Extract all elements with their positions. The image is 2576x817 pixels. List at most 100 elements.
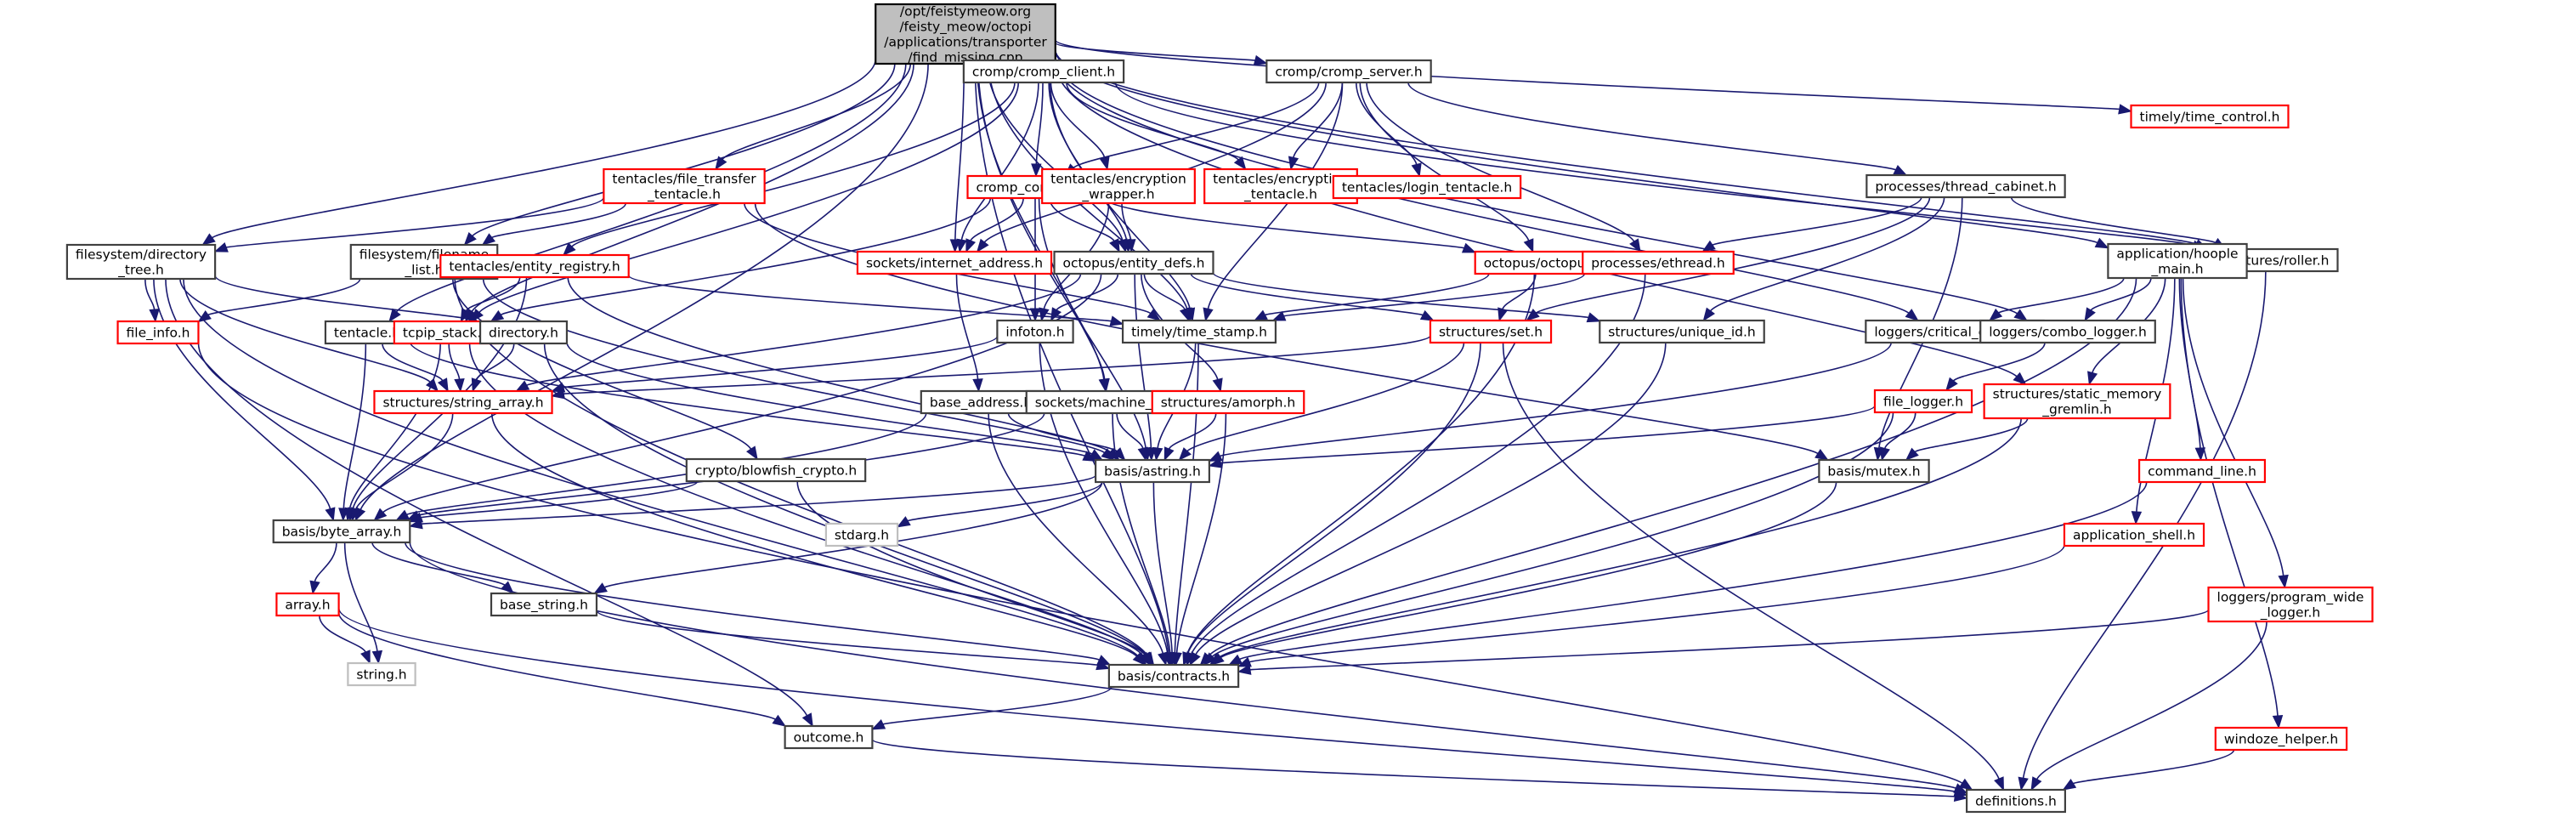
arrowhead-icon xyxy=(1461,242,1476,253)
node-file-transfer-tentacle[interactable]: tentacles/file_transfer_tentacle.h xyxy=(603,167,766,205)
edge-line xyxy=(409,542,1956,789)
node-astring[interactable]: basis/astring.h xyxy=(1095,458,1210,484)
node-ethread[interactable]: processes/ethread.h xyxy=(1582,250,1735,275)
node-amorph[interactable]: structures/amorph.h xyxy=(1151,389,1305,415)
node-static-memory-gremlin[interactable]: structures/static_memory_gremlin.h xyxy=(1983,383,2171,420)
node-stdarg[interactable]: stdarg.h xyxy=(824,522,899,548)
node-command-line[interactable]: command_line.h xyxy=(2137,458,2267,484)
arrowhead-icon xyxy=(801,712,813,728)
edge-line xyxy=(314,542,337,582)
node-box xyxy=(685,457,867,483)
edge-hoople-main-to-program-wide-logger xyxy=(2182,277,2289,589)
node-definitions[interactable]: definitions.h xyxy=(1966,788,2066,814)
edge-tcpip-stack-to-string-array xyxy=(448,343,465,393)
node-thread-cabinet[interactable]: processes/thread_cabinet.h xyxy=(1865,173,2066,199)
node-base-address[interactable]: base_address.h xyxy=(920,389,1042,415)
node-label: base_string.h xyxy=(500,598,588,614)
node-label: octopus/entity_defs.h xyxy=(1063,256,1205,272)
arrowhead-icon xyxy=(463,232,477,247)
edge-line xyxy=(1073,82,1320,168)
arrowhead-icon xyxy=(1702,307,1715,322)
node-entity-registry[interactable]: tentacles/entity_registry.h xyxy=(439,253,630,279)
edge-line xyxy=(1050,82,1106,158)
edge-line xyxy=(596,610,1098,667)
edge-line xyxy=(212,59,877,239)
node-root[interactable]: /opt/feistymeow.org/feisty_meow/octopi/a… xyxy=(875,3,1056,66)
edge-line xyxy=(1952,342,2046,382)
node-outcome[interactable]: outcome.h xyxy=(784,724,874,750)
node-file-logger[interactable]: file_logger.h xyxy=(1873,389,1973,414)
arrowhead-icon xyxy=(1203,307,1214,322)
edge-line xyxy=(871,739,1956,797)
arrowhead-icon xyxy=(1288,156,1299,171)
edge-line xyxy=(408,339,1085,457)
edge-set-to-definitions xyxy=(1502,342,2004,791)
node-hoople-main[interactable]: application/hoople_main.h xyxy=(2107,242,2248,280)
node-label: directory.h xyxy=(489,326,558,341)
edge-encryption-wrapper-to-entity-defs xyxy=(1121,202,1136,253)
node-combo-logger[interactable]: loggers/combo_logger.h xyxy=(1979,319,2156,344)
edge-static-memory-gremlin-to-contracts xyxy=(1209,417,2022,666)
arrowhead-icon xyxy=(2013,372,2027,385)
node-directory[interactable]: directory.h xyxy=(478,320,569,345)
node-string-array[interactable]: structures/string_array.h xyxy=(373,389,553,415)
node-time-control[interactable]: timely/time_control.h xyxy=(2130,104,2290,129)
edge-directory-tree-to-byte-array xyxy=(153,278,336,522)
node-time-stamp[interactable]: timely/time_stamp.h xyxy=(1121,319,1277,344)
node-cromp-server[interactable]: cromp/cromp_server.h xyxy=(1265,59,1432,84)
node-box xyxy=(784,724,874,750)
arrowhead-icon xyxy=(1893,164,1908,176)
node-box xyxy=(1865,173,2066,199)
node-label: file_logger.h xyxy=(1883,394,1963,411)
node-cromp-client[interactable]: cromp/cromp_client.h xyxy=(962,59,1125,84)
node-application-shell[interactable]: application_shell.h xyxy=(2063,522,2205,548)
node-label: base_address.h xyxy=(930,395,1032,411)
node-box xyxy=(875,3,1056,65)
node-set[interactable]: structures/set.h xyxy=(1429,319,1553,344)
node-string-h[interactable]: string.h xyxy=(347,661,416,687)
node-encryption-tentacle[interactable]: tentacles/encryption_tentacle.h xyxy=(1203,167,1358,205)
node-infoton[interactable]: infoton.h xyxy=(996,319,1074,344)
edge-string-array-to-byte-array xyxy=(351,412,454,522)
edge-cromp-common-to-octopus xyxy=(1101,196,1476,253)
node-byte-array[interactable]: basis/byte_array.h xyxy=(272,519,411,544)
node-label: tentacles/encryption xyxy=(1213,172,1349,187)
node-cromp-common[interactable]: cromp_common.h xyxy=(966,174,1104,200)
edge-array-to-string-h xyxy=(318,615,371,665)
arrowhead-icon xyxy=(2030,776,2042,791)
edge-line xyxy=(1265,273,1490,316)
arrowhead-icon xyxy=(360,650,371,665)
node-login-tentacle[interactable]: tentacles/login_tentacle.h xyxy=(1332,174,1522,200)
node-file-info[interactable]: file_info.h xyxy=(116,320,200,345)
node-box xyxy=(347,661,416,687)
node-program-wide-logger[interactable]: loggers/program_wide_logger.h xyxy=(2207,586,2374,623)
node-encryption-wrapper[interactable]: tentacles/encryption_wrapper.h xyxy=(1041,167,1196,205)
node-label: cromp/cromp_client.h xyxy=(972,65,1115,81)
arrowhead-icon xyxy=(965,238,977,253)
node-entity-defs[interactable]: octopus/entity_defs.h xyxy=(1053,250,1214,275)
node-mutex[interactable]: basis/mutex.h xyxy=(1818,458,1930,484)
edge-outcome-to-definitions xyxy=(871,739,1968,803)
node-label: /feisty_meow/octopi xyxy=(899,20,1031,36)
edge-line xyxy=(395,63,907,313)
node-base-string[interactable]: base_string.h xyxy=(490,592,598,617)
node-windoze-helper[interactable]: windoze_helper.h xyxy=(2214,726,2348,752)
edge-root-to-byte-array xyxy=(354,63,929,522)
node-box xyxy=(962,59,1125,84)
arrowhead-icon xyxy=(2272,715,2284,729)
node-contracts[interactable]: basis/contracts.h xyxy=(1107,663,1240,689)
node-directory-tree[interactable]: filesystem/directory_tree.h xyxy=(65,243,217,281)
node-unique-id[interactable]: structures/unique_id.h xyxy=(1599,319,1765,344)
edge-root-to-time-control xyxy=(1054,39,2132,115)
node-internet-address[interactable]: sockets/internet_address.h xyxy=(856,250,1053,275)
node-label: filesystem/directory xyxy=(76,247,207,263)
edge-unique-id-to-contracts xyxy=(1189,342,1667,667)
node-array[interactable]: array.h xyxy=(275,592,340,617)
node-blowfish-crypto[interactable]: crypto/blowfish_crypto.h xyxy=(685,457,867,483)
edge-line xyxy=(382,343,444,382)
edge-cromp-client-to-internet-address xyxy=(956,82,1039,253)
node-box xyxy=(2107,242,2248,280)
arrowhead-icon xyxy=(1096,660,1111,671)
edge-base-address-to-astring xyxy=(1007,412,1126,461)
nodes-layer: /opt/feistymeow.org/feisty_meow/octopi/a… xyxy=(65,3,2374,814)
